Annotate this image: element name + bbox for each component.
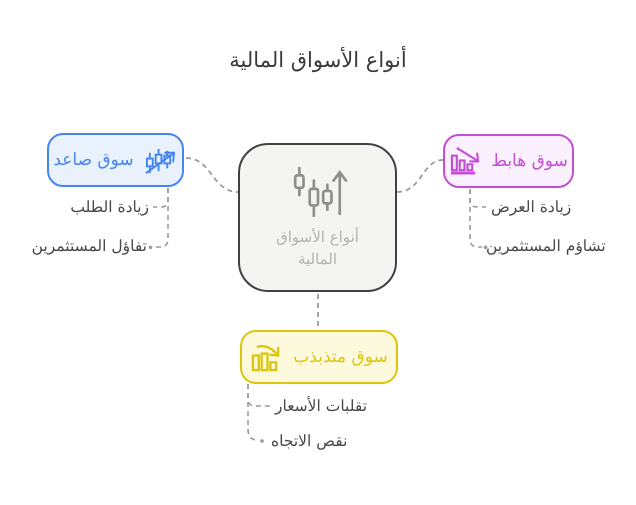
- leaf-demand-increase: زيادة الطلب: [70, 198, 149, 216]
- leaf-investor-optimism: تفاؤل المستثمرين: [31, 237, 147, 255]
- node-bear-market: سوق هابط: [443, 134, 574, 188]
- node-bull-label: سوق صاعد: [53, 150, 134, 170]
- node-volatile-market: سوق متذبذب: [240, 330, 398, 384]
- edge-volatile-child-1: [247, 384, 270, 407]
- leaf-price-fluctuations: تقلبات الأسعار: [275, 397, 368, 415]
- diagram-title: أنواع الأسواق المالية: [229, 48, 407, 72]
- edge-center-to-bear: [396, 159, 444, 193]
- leaf-investor-pessimism: تشاؤم المستثمرين: [486, 237, 606, 255]
- edge-volatile-child-2: [247, 384, 258, 441]
- node-bear-label: سوق هابط: [491, 151, 568, 171]
- edge-bear-child-2: [469, 189, 482, 248]
- node-volatile-label: سوق متذبذب: [293, 347, 388, 367]
- edge-bear-child-1: [469, 189, 486, 208]
- edge-bull-child-2: [154, 188, 169, 248]
- leaf-supply-increase: زيادة العرض: [491, 198, 572, 216]
- edge-endpoint-dot: [148, 245, 153, 250]
- candlestick-trend-up-icon: [286, 164, 350, 222]
- node-bull-market: سوق صاعد: [47, 133, 184, 187]
- center-node-financial-markets: أنواع الأسواق المالية: [238, 143, 397, 292]
- bars-fluctuation-arrow-icon: [250, 342, 284, 373]
- center-node-label: أنواع الأسواق المالية: [276, 228, 359, 268]
- edge-bull-child-1: [153, 188, 169, 208]
- edge-endpoint-dot: [260, 439, 264, 443]
- candles-up-arrow-icon: [143, 145, 178, 176]
- leaf-lack-of-trend: نقص الاتجاه: [271, 432, 348, 450]
- bars-down-arrow-icon: [449, 146, 482, 176]
- edge-center-to-bull: [185, 157, 239, 193]
